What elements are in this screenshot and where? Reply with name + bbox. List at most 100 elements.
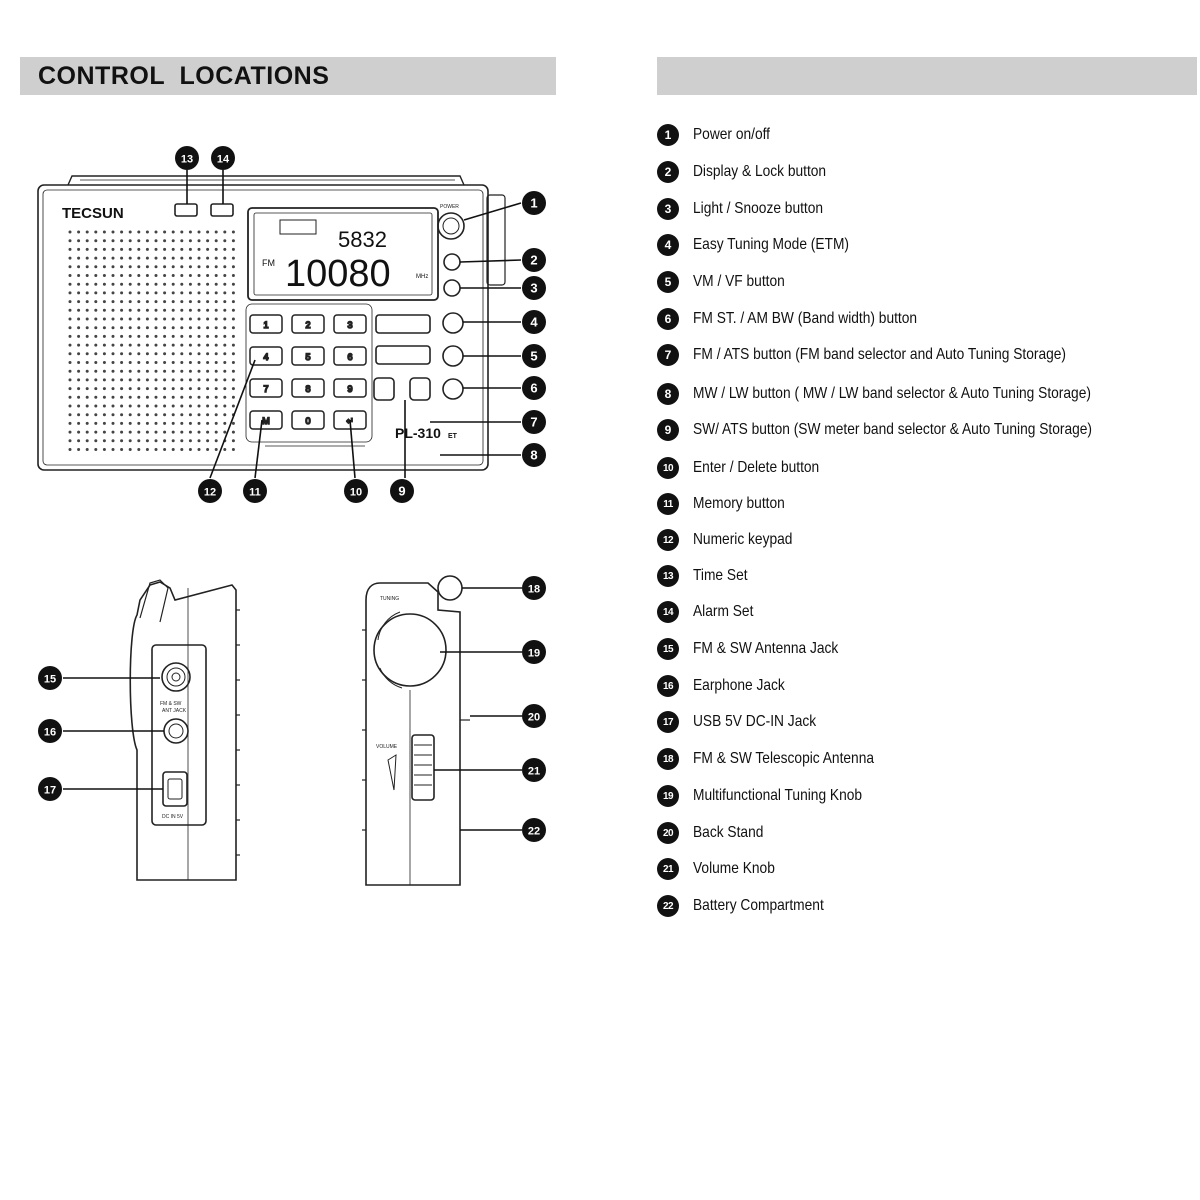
ant-jack-label: ANT JACK — [162, 708, 187, 714]
legend-text: SW/ ATS button (SW meter band selector &… — [693, 421, 1092, 438]
keypad-key-bg — [333, 346, 367, 366]
callout-number: 13 — [181, 154, 193, 166]
display-band: FM — [262, 258, 275, 268]
callout-number: 8 — [530, 448, 537, 463]
callout-badge-bg — [522, 704, 546, 728]
legend-text: MW / LW button ( MW / LW band selector &… — [693, 385, 1091, 402]
legend-number-badge: 5 — [657, 271, 679, 293]
brand-logo: TECSUN — [62, 205, 124, 222]
legend-number-badge: 7 — [657, 344, 679, 366]
keypad-key-label: M — [262, 416, 270, 426]
legend-text: VM / VF button — [693, 273, 785, 290]
callout-badge-bg — [211, 146, 235, 170]
callout-badge-bg — [175, 146, 199, 170]
legend-number-badge: 12 — [657, 529, 679, 551]
callout-badge-bg — [243, 479, 267, 503]
display-unit: MHz — [416, 274, 428, 280]
legend-text: FM ST. / AM BW (Band width) button — [693, 310, 918, 327]
callout-number: 9 — [398, 484, 405, 499]
legend-text: USB 5V DC-IN Jack — [693, 713, 817, 730]
callout-badge-bg — [522, 376, 546, 400]
legend-number-badge: 8 — [657, 383, 679, 405]
legend-text: Earphone Jack — [693, 677, 785, 694]
legend-number-badge: 20 — [657, 822, 679, 844]
legend-number-badge: 15 — [657, 638, 679, 660]
callout-number: 4 — [530, 315, 538, 330]
legend-text: Easy Tuning Mode (ETM) — [693, 236, 850, 253]
callout-leaders — [63, 170, 522, 831]
callout-badge-bg — [390, 479, 414, 503]
legend-item: 8 MW / LW button ( MW / LW band selector … — [657, 379, 1156, 409]
callout-number: 21 — [528, 766, 540, 778]
legend-number-badge: 3 — [657, 198, 679, 220]
callout-badge-bg — [522, 410, 546, 434]
callout-badge-bg — [522, 443, 546, 467]
callout-number: 6 — [530, 381, 537, 396]
legend-text: FM & SW Antenna Jack — [693, 640, 839, 657]
callout-number: 17 — [44, 785, 56, 797]
legend-number-badge: 18 — [657, 748, 679, 770]
legend-number-badge: 4 — [657, 234, 679, 256]
keypad-key-label: 5 — [305, 352, 310, 362]
callout-badge-bg — [522, 758, 546, 782]
fm-sw-label: FM & SW — [160, 701, 182, 707]
legend-text: FM / ATS button (FM band selector and Au… — [693, 346, 1066, 363]
callout-badge-bg — [522, 276, 546, 300]
legend-item: 16 Earphone Jack — [657, 671, 800, 701]
legend-number-badge: 22 — [657, 895, 679, 917]
tuning-label: TUNING — [380, 596, 399, 602]
keypad-key-label: 6 — [347, 352, 352, 362]
callout-number: 22 — [528, 826, 540, 838]
radio-right-side-view — [362, 575, 470, 886]
legend-number-badge: 1 — [657, 124, 679, 146]
keypad-key-bg — [333, 378, 367, 398]
legend-item: 15 FM & SW Antenna Jack — [657, 634, 862, 664]
legend-item: 4 Easy Tuning Mode (ETM) — [657, 230, 874, 260]
callout-badge-bg — [522, 576, 546, 600]
legend-number-badge: 6 — [657, 308, 679, 330]
callout-badge-bg — [522, 640, 546, 664]
legend-number-badge: 19 — [657, 785, 679, 807]
callout-badge-bg — [38, 666, 62, 690]
legend-item: 7 FM / ATS button (FM band selector and A… — [657, 340, 1127, 370]
legend-text: Numeric keypad — [693, 531, 793, 548]
callout-number: 18 — [528, 584, 540, 596]
legend-number-badge: 2 — [657, 161, 679, 183]
legend-text: Power on/off — [693, 126, 771, 143]
keypad-key-bg — [249, 346, 283, 366]
model-label: PL-310 — [395, 425, 441, 441]
legend-text: Battery Compartment — [693, 897, 824, 914]
legend-item: 6 FM ST. / AM BW (Band width) button — [657, 304, 954, 334]
legend-text: Time Set — [693, 567, 748, 584]
section-title: CONTROL LOCATIONS — [38, 62, 330, 90]
legend-text: Display & Lock button — [693, 163, 827, 180]
callout-number: 12 — [204, 487, 216, 499]
callout-number: 15 — [44, 674, 56, 686]
radio-left-side-view — [129, 579, 240, 881]
legend-header-bar — [657, 57, 1197, 95]
keypad-key-bg — [291, 314, 325, 334]
keypad-key-bg — [291, 346, 325, 366]
keypad-key-bg — [291, 410, 325, 430]
keypad-key-bg — [249, 378, 283, 398]
legend-number-badge: 16 — [657, 675, 679, 697]
keypad-key-label: 0 — [305, 416, 310, 426]
keypad-key-bg — [249, 314, 283, 334]
callout-badge-bg — [522, 310, 546, 334]
callout-number: 10 — [350, 487, 362, 499]
keypad-key-label: 4 — [263, 352, 268, 362]
model-suffix: ET — [448, 433, 458, 440]
legend-item: 13 Time Set — [657, 561, 756, 591]
legend-text: Enter / Delete button — [693, 459, 820, 476]
legend-number-badge: 13 — [657, 565, 679, 587]
callout-badge-bg — [522, 344, 546, 368]
